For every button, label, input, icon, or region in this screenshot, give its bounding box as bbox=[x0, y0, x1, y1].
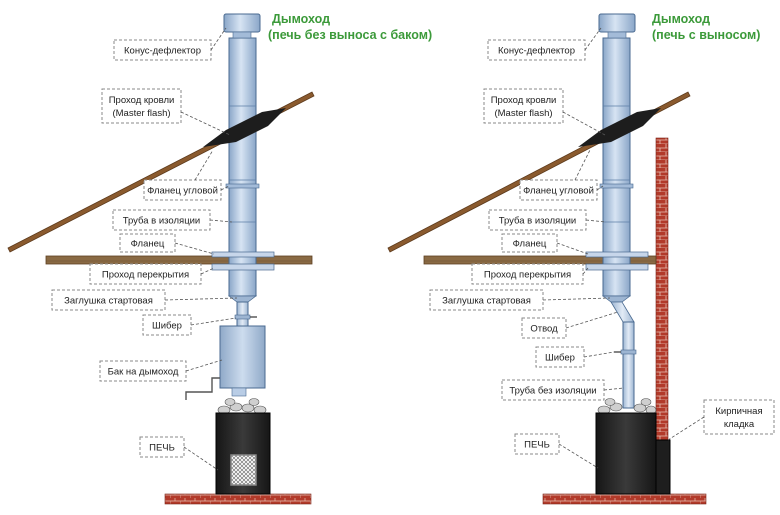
left-label-flange: Фланец bbox=[119, 233, 215, 255]
right-roof-flashing bbox=[578, 108, 661, 147]
right-label-stove: ПЕЧЬ bbox=[514, 433, 599, 469]
svg-text:(Master flash): (Master flash) bbox=[494, 108, 552, 119]
right-label-bare-pipe: Труба без изоляции bbox=[501, 379, 625, 401]
svg-text:Заглушка стартовая: Заглушка стартовая bbox=[64, 296, 153, 307]
right-label-cone-deflector: Конус-дефлектор bbox=[487, 27, 602, 61]
svg-text:кладка: кладка bbox=[724, 419, 755, 430]
right-title-line1: Дымоход bbox=[652, 12, 710, 26]
svg-text:Проход перекрытия: Проход перекрытия bbox=[102, 270, 189, 281]
right-flange bbox=[585, 251, 649, 258]
left-angle-flange bbox=[225, 183, 260, 189]
right-label-elbow: Отвод bbox=[521, 311, 619, 339]
left-stove-door bbox=[230, 454, 257, 486]
svg-text:Труба в изоляции: Труба в изоляции bbox=[123, 216, 201, 227]
right-elbow bbox=[610, 301, 635, 323]
right-stones bbox=[597, 398, 657, 415]
left-thin-pipe bbox=[236, 301, 249, 327]
left-label-roof-pass: Проход кровли (Master flash) bbox=[101, 88, 231, 136]
right-start-plug bbox=[601, 295, 632, 303]
left-cone-deflector bbox=[223, 13, 261, 33]
left-damper bbox=[234, 314, 251, 320]
left-title-line2: (печь без выноса с баком) bbox=[268, 28, 432, 42]
right-title-line2: (печь с выносом) bbox=[652, 28, 760, 42]
svg-text:Фланец угловой: Фланец угловой bbox=[147, 186, 218, 197]
left-label-start-plug: Заглушка стартовая bbox=[51, 289, 238, 311]
left-stones bbox=[217, 398, 267, 415]
left-label-tank: Бак на дымоход bbox=[99, 359, 223, 382]
left-brick-base bbox=[164, 493, 312, 505]
right-label-start-plug: Заглушка стартовая bbox=[429, 289, 611, 311]
left-label-angle-flange: Фланец угловой bbox=[143, 149, 230, 201]
left-label-ceiling-pass: Проход перекрытия bbox=[89, 263, 215, 285]
right-diagram: Дымоход (печь с выносом) bbox=[387, 12, 775, 505]
svg-text:Шибер: Шибер bbox=[152, 321, 182, 332]
svg-text:Проход кровли: Проход кровли bbox=[491, 95, 557, 106]
svg-text:Кирпичная: Кирпичная bbox=[715, 406, 762, 417]
left-flange bbox=[211, 251, 275, 258]
left-start-plug bbox=[227, 295, 258, 303]
svg-text:Фланец угловой: Фланец угловой bbox=[523, 186, 594, 197]
right-bare-pipe bbox=[622, 321, 635, 409]
right-label-insulated-pipe: Труба в изоляции bbox=[488, 209, 607, 231]
right-label-flange: Фланец bbox=[501, 233, 589, 255]
right-ceiling-pass bbox=[585, 263, 649, 271]
svg-text:Бак на дымоход: Бак на дымоход bbox=[108, 367, 179, 378]
left-diagram: Дымоход (печь без выноса с баком) bbox=[7, 12, 432, 505]
right-label-roof-pass: Проход кровли (Master flash) bbox=[483, 88, 606, 136]
svg-text:Отвод: Отвод bbox=[530, 324, 558, 335]
left-tank bbox=[219, 325, 266, 389]
svg-text:Проход кровли: Проход кровли bbox=[109, 95, 175, 106]
svg-text:ПЕЧЬ: ПЕЧЬ bbox=[149, 443, 175, 454]
svg-text:Заглушка стартовая: Заглушка стартовая bbox=[442, 296, 531, 307]
right-brick-base bbox=[542, 493, 707, 505]
right-stove bbox=[595, 412, 657, 495]
right-damper bbox=[620, 349, 637, 355]
left-roof-flashing bbox=[203, 108, 286, 147]
svg-text:Конус-дефлектор: Конус-дефлектор bbox=[124, 46, 201, 57]
left-label-damper: Шибер bbox=[142, 314, 237, 336]
left-label-stove: ПЕЧЬ bbox=[139, 436, 219, 471]
svg-text:Конус-дефлектор: Конус-дефлектор bbox=[498, 46, 575, 57]
svg-text:Фланец: Фланец bbox=[131, 239, 165, 250]
svg-text:ПЕЧЬ: ПЕЧЬ bbox=[524, 440, 550, 451]
left-label-cone-deflector: Конус-дефлектор bbox=[113, 27, 227, 61]
right-label-damper: Шибер bbox=[535, 346, 615, 368]
right-angle-flange bbox=[599, 183, 634, 189]
svg-text:Проход перекрытия: Проход перекрытия bbox=[484, 270, 571, 281]
right-label-angle-flange: Фланец угловой bbox=[519, 149, 604, 201]
left-title-line1: Дымоход bbox=[272, 12, 330, 26]
svg-text:Шибер: Шибер bbox=[545, 353, 575, 364]
svg-text:Фланец: Фланец bbox=[513, 239, 547, 250]
left-ceiling-pass bbox=[211, 263, 275, 271]
right-stove-firebox bbox=[655, 439, 671, 495]
left-label-insulated-pipe: Труба в изоляции bbox=[112, 209, 233, 231]
svg-text:Труба в изоляции: Труба в изоляции bbox=[499, 216, 577, 227]
right-label-ceiling-pass: Проход перекрытия bbox=[471, 263, 589, 285]
svg-text:(Master flash): (Master flash) bbox=[112, 108, 170, 119]
svg-text:Труба без изоляции: Труба без изоляции bbox=[509, 386, 596, 397]
right-cone-deflector bbox=[598, 13, 636, 33]
right-label-brick-masonry: Кирпичная кладка bbox=[667, 399, 775, 441]
